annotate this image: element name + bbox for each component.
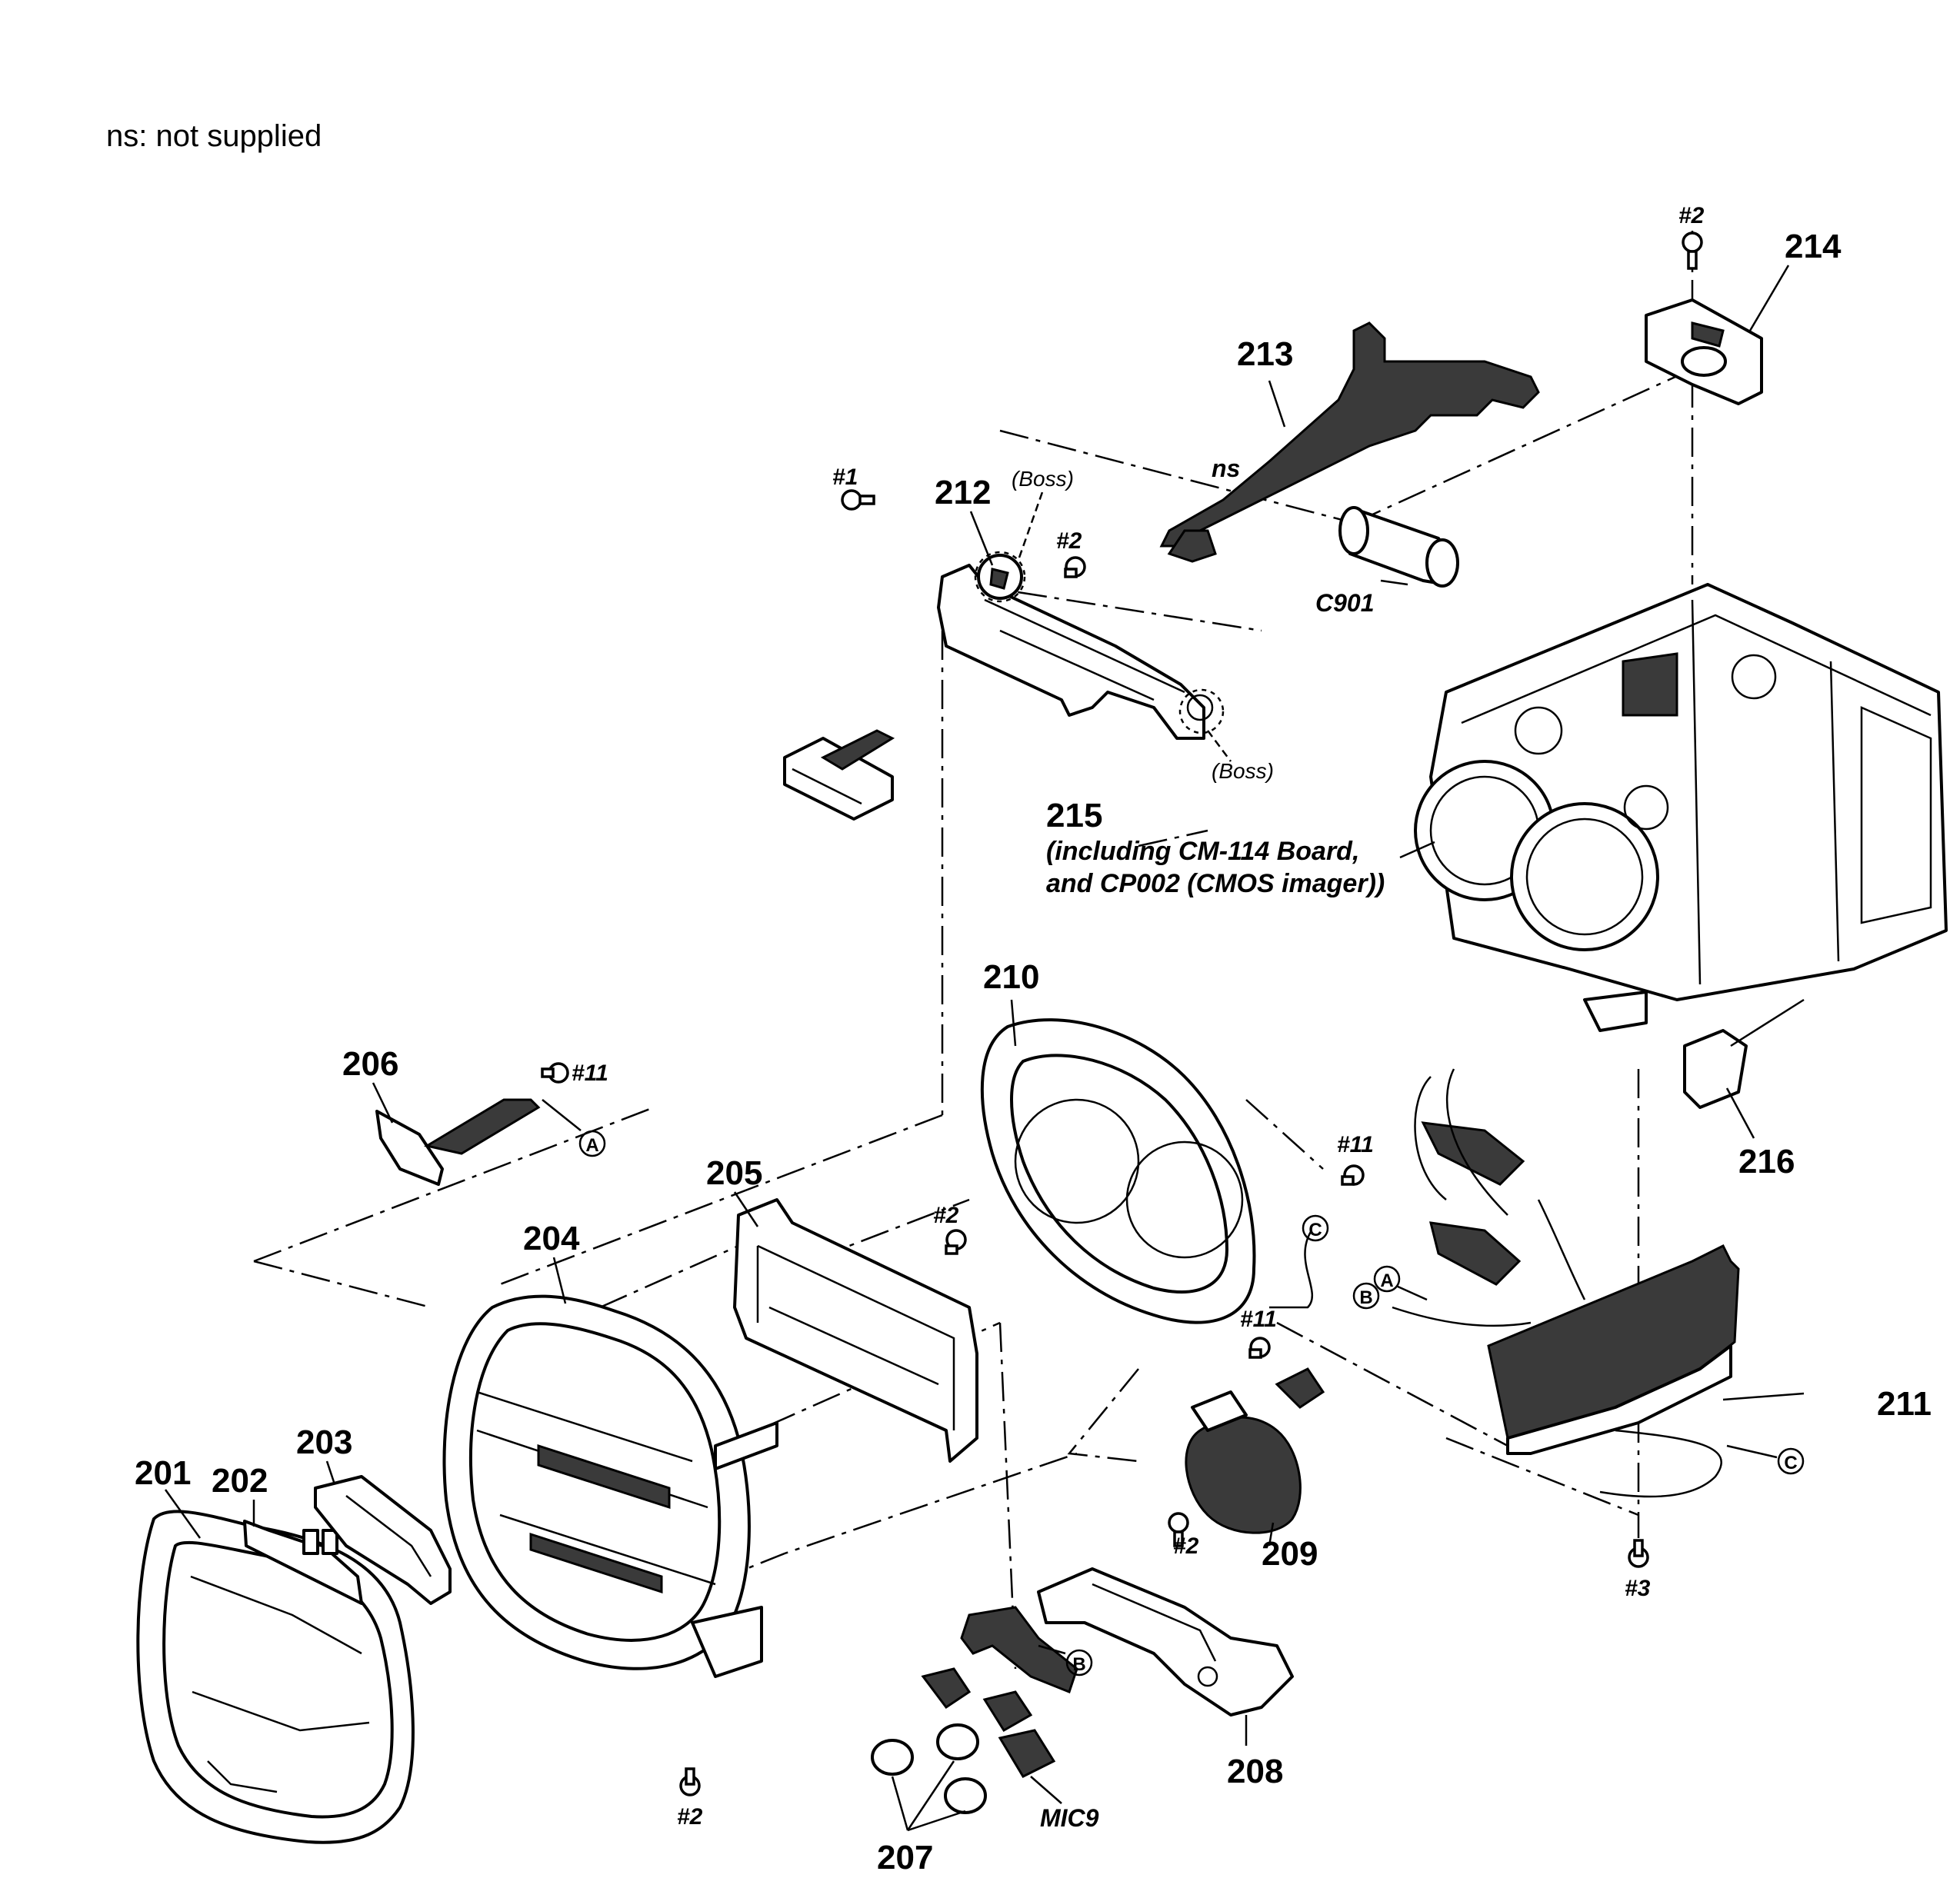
part-203-block (314, 1475, 452, 1605)
screw-icon-205 (945, 1229, 967, 1255)
label-c901: C901 (1315, 589, 1375, 617)
part-209-mic-holder (1185, 1367, 1325, 1534)
connector-markers: A C B A C B (542, 1099, 1805, 1677)
svg-text:A: A (585, 1135, 598, 1156)
label-screw-209: #11 (1240, 1307, 1277, 1332)
part-208-bracket (1037, 1567, 1294, 1717)
screw-icon-212-left (841, 489, 875, 511)
assembly-guide-lines (253, 231, 1694, 1670)
svg-text:C: C (1308, 1220, 1322, 1240)
component-labels: C901 MIC9 ns (Boss) (Boss) (1012, 455, 1375, 1832)
label-screw-210: #11 (1337, 1132, 1374, 1157)
svg-text:B: B (1072, 1654, 1085, 1675)
label-202: 202 (212, 1462, 268, 1500)
label-boss-2: (Boss) (1212, 759, 1274, 783)
label-boss-1: (Boss) (1012, 467, 1074, 491)
part-216-bracket (1683, 998, 1805, 1109)
svg-text:A: A (1380, 1270, 1393, 1291)
svg-text:C: C (1784, 1453, 1797, 1473)
label-screw-bottom-204: #2 (677, 1804, 703, 1830)
part-211-board (1392, 1068, 1740, 1498)
connector-b-207: B (1038, 1644, 1093, 1677)
part-202-plate (243, 1520, 363, 1605)
screw-icon-212-right (1064, 556, 1086, 578)
label-214: 214 (1785, 228, 1842, 265)
leader-lines (164, 265, 1805, 1832)
part-212-bracket (937, 554, 1214, 740)
label-screw-205: #2 (933, 1203, 959, 1228)
part-215-camera-block (1414, 583, 1948, 1032)
not-supplied-note: ns: not supplied (106, 119, 322, 153)
label-215: 215 (1046, 797, 1102, 834)
part-206-flex-holder (375, 1098, 541, 1186)
label-208: 208 (1227, 1753, 1283, 1790)
label-mic9: MIC9 (1040, 1804, 1099, 1832)
part-201-front-panel (136, 1510, 415, 1844)
label-215-description-1: (including CM-114 Board, (1046, 837, 1359, 866)
connector-b-211: B (1352, 1282, 1380, 1310)
part-214-component (1645, 298, 1763, 405)
label-215-description-2: and CP002 (CMOS imager)) (1046, 869, 1385, 898)
screw-icon-209 (1248, 1337, 1271, 1359)
label-205: 205 (706, 1154, 762, 1192)
screw-icon-top-214 (1682, 231, 1703, 270)
c901-capacitor (1338, 506, 1459, 588)
screw-icon-210 (1341, 1164, 1365, 1186)
label-210: 210 (983, 958, 1039, 996)
label-212: 212 (935, 474, 991, 511)
label-ns: ns (1212, 455, 1240, 482)
label-screw-top-214: #2 (1678, 203, 1705, 228)
label-screw-212-right: #2 (1056, 528, 1082, 554)
label-207: 207 (877, 1839, 933, 1876)
label-201: 201 (135, 1454, 191, 1492)
connector-c-211: C (1726, 1444, 1805, 1475)
screw-icon-208 (1168, 1512, 1189, 1547)
label-216: 216 (1738, 1143, 1795, 1180)
flex-connector (783, 729, 895, 821)
screw-icon-206 (541, 1062, 569, 1084)
connector-a-206: A (542, 1099, 606, 1157)
label-211: 211 (1877, 1385, 1932, 1423)
connector-a-211: A (1373, 1265, 1428, 1301)
screw-labels: #2 #1 #2 #11 #2 #11 #11 #2 #2 #3 (572, 203, 1705, 1830)
label-209: 209 (1262, 1535, 1318, 1573)
part-labels: 201 202 203 204 205 206 207 208 209 210 … (135, 228, 1932, 1876)
boss-markers (974, 491, 1232, 762)
part-207-buttons (871, 1606, 1078, 1814)
label-screw-212-left: #1 (832, 465, 858, 490)
label-213: 213 (1237, 335, 1293, 373)
screw-icon-bottom-211 (1628, 1539, 1649, 1568)
part-205-frame (733, 1198, 978, 1463)
screw-icon-bottom-204 (679, 1767, 701, 1796)
screws (541, 231, 1703, 1796)
label-screw-bottom-211: #3 (1625, 1576, 1651, 1601)
svg-text:B: B (1359, 1287, 1372, 1308)
label-204: 204 (523, 1220, 580, 1257)
label-203: 203 (296, 1423, 352, 1461)
part-213-flex-cable (1159, 321, 1540, 563)
connector-c-210: C (1269, 1214, 1329, 1309)
label-206: 206 (342, 1045, 398, 1083)
part-204-lens-frame (442, 1294, 778, 1678)
label-screw-208: #2 (1173, 1533, 1199, 1559)
label-screw-206: #11 (572, 1061, 608, 1086)
part-210-lens-ring (980, 1018, 1256, 1324)
